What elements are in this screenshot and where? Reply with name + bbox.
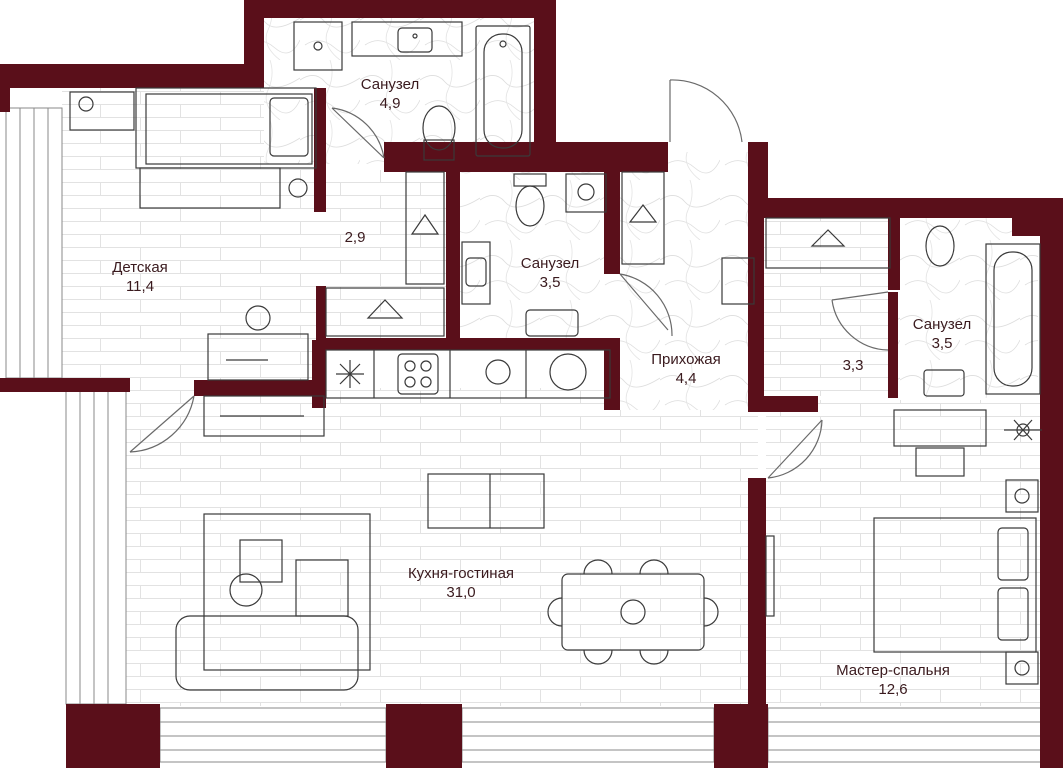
door-bathroom-top [331, 107, 385, 159]
room-label-master-bedroom: Мастер-спальня 12,6 [818, 661, 968, 699]
sink-icon [461, 241, 491, 305]
room-area: 3,3 [842, 357, 864, 374]
desk-icon [893, 409, 987, 477]
desk-icon [207, 305, 309, 381]
room-area: 4,4 [675, 370, 697, 387]
room-name: Санузел [360, 76, 420, 93]
room-label-bathroom-top: Санузел 4,9 [340, 75, 440, 113]
floors [62, 18, 1056, 706]
floor-hallway [612, 152, 754, 410]
kitchen-island [427, 473, 545, 529]
toilet-icon [422, 105, 456, 161]
room-area: 31,0 [446, 584, 476, 601]
room-name: Кухня-гостиная [407, 565, 515, 582]
furniture [69, 21, 1042, 691]
sofa-icon [175, 513, 371, 691]
door-closet-master [831, 291, 889, 351]
bed-icon [135, 87, 317, 209]
room-name: Прихожая [651, 351, 721, 368]
room-area: 12,6 [878, 681, 908, 698]
room-name: Детская [112, 259, 168, 276]
floor-closet-master [764, 218, 892, 396]
mirror [765, 535, 775, 617]
toilet-icon [925, 225, 955, 267]
washing-machine-icon [293, 21, 343, 71]
plant-icon [1004, 419, 1042, 441]
tv-icon [203, 395, 325, 437]
stove-icon [397, 353, 439, 395]
room-label-bathroom-right: Санузел 3,5 [892, 315, 992, 353]
room-area: 3,5 [931, 335, 953, 352]
room-label-closet-nursery: 2,9 [330, 228, 380, 247]
room-label-kitchen-living: Кухня-гостиная 31,0 [378, 564, 544, 602]
floor-kitchen-living [126, 388, 758, 706]
toilet-icon [513, 173, 547, 227]
shelf-icon [69, 91, 135, 131]
room-name: Санузел [520, 255, 580, 272]
windows [5, 107, 1055, 763]
window-left-bottom [65, 389, 127, 705]
sink-icon [549, 353, 587, 391]
window-bottom-3 [767, 707, 1055, 763]
floor-closet-nursery [324, 170, 454, 338]
room-area: 3,5 [539, 274, 561, 291]
room-name: Санузел [912, 316, 972, 333]
dining-table-icon [547, 559, 719, 665]
room-label-hallway: Прихожая 4,4 [634, 350, 738, 388]
dishwasher-icon [485, 359, 511, 385]
shower-tray-icon [525, 309, 579, 337]
floor-bathroom-top [264, 18, 534, 164]
sink-icon [351, 21, 463, 57]
fridge-icon [336, 360, 364, 388]
doors [129, 79, 889, 479]
window-bottom-2 [461, 707, 715, 763]
hanger-icon [325, 171, 891, 337]
door-bathroom-mid [619, 273, 673, 337]
door-entrance [669, 79, 743, 143]
room-name: Мастер-спальня [836, 662, 950, 679]
kitchen-counter [325, 349, 611, 399]
door-master [767, 419, 823, 479]
window-bottom-1 [159, 707, 387, 763]
room-area: 11,4 [125, 278, 155, 295]
bathtub-icon [985, 243, 1041, 395]
floor-master-bedroom [766, 400, 1056, 706]
room-label-nursery: Детская 11,4 [90, 258, 190, 296]
door-nursery [129, 395, 195, 453]
room-area: 4,9 [379, 95, 401, 112]
room-label-bathroom-mid: Санузел 3,5 [500, 254, 600, 292]
bed-icon [873, 479, 1039, 685]
washing-machine-icon [565, 173, 607, 213]
room-area: 2,9 [344, 229, 366, 246]
stove-icon [721, 257, 755, 305]
sink-icon [923, 369, 965, 397]
room-label-closet-master: 3,3 [828, 356, 878, 375]
bathtub-icon [475, 25, 531, 157]
floor-bathroom-right [898, 214, 1038, 398]
